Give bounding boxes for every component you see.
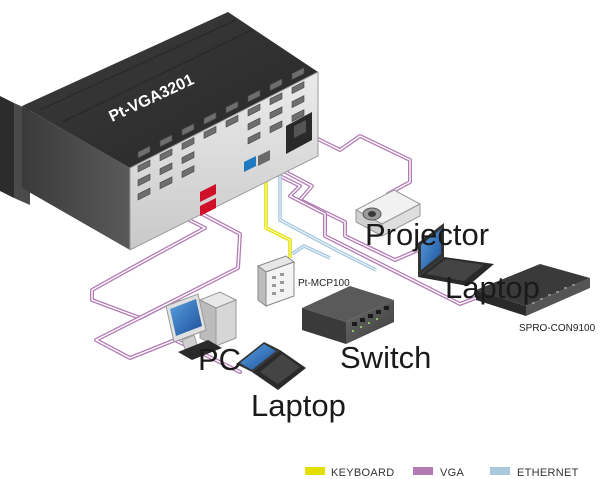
vga-port — [137, 159, 151, 173]
vga-port — [269, 92, 283, 106]
vga-port — [137, 145, 151, 159]
pc-computer — [165, 291, 238, 360]
vga-cable-to-spro-con — [270, 170, 498, 306]
vga-port — [291, 109, 305, 123]
legend-label: KEYBOARD — [331, 467, 395, 479]
vga-port — [291, 81, 305, 95]
vga-port — [269, 106, 283, 120]
legend-label: ETHERNET — [517, 467, 579, 479]
vga-port — [269, 78, 283, 92]
vga-port — [203, 111, 217, 125]
vga-cable-to-laptop-right — [276, 166, 434, 262]
vga-port — [291, 95, 305, 109]
vga-port — [225, 100, 239, 114]
device-side-panel — [22, 106, 130, 250]
vga-port — [159, 148, 173, 162]
device-top-panel — [22, 12, 318, 168]
laptop-bottom — [236, 342, 306, 390]
vga-port — [225, 114, 239, 128]
laptop-screen — [240, 344, 276, 370]
status-display — [200, 184, 216, 202]
vga-port — [247, 131, 261, 145]
vga-port — [203, 125, 217, 139]
vga-port — [181, 165, 195, 179]
vga-port — [247, 117, 261, 131]
vga-port — [137, 187, 151, 201]
label-pt-mcp100: Pt-MCP100 — [298, 278, 350, 289]
vga-port — [291, 67, 305, 81]
legend: KEYBOARD VGA ETHERNET — [305, 467, 579, 479]
label-switch: Switch — [340, 340, 431, 375]
rack-ear — [0, 96, 14, 198]
network-switch — [302, 286, 394, 344]
label-spro-con9100: SPRO-CON9100 — [519, 323, 596, 334]
label-laptop-right: Laptop — [445, 270, 540, 305]
pc-monitor-screen — [170, 299, 202, 336]
pt-mcp100-device — [256, 255, 296, 307]
label-projector: Projector — [365, 217, 489, 252]
label-laptop-bottom: Laptop — [251, 388, 346, 423]
vga-port — [181, 137, 195, 151]
vga-port-grid — [137, 67, 305, 201]
vga-port — [137, 173, 151, 187]
legend-label: VGA — [440, 467, 464, 479]
status-display — [200, 198, 216, 216]
vga-port — [269, 120, 283, 134]
vga-port — [181, 123, 195, 137]
label-pc: PC — [198, 342, 241, 377]
vga-cable-to-projector — [298, 128, 412, 196]
legend-swatch — [413, 467, 433, 475]
vga-port — [159, 162, 173, 176]
ethernet-port — [244, 156, 256, 172]
vga-port — [159, 176, 173, 190]
legend-item-vga: VGA — [413, 467, 464, 479]
legend-swatch — [305, 467, 325, 475]
vga-port — [181, 151, 195, 165]
vga-port — [247, 103, 261, 117]
legend-item-keyboard: KEYBOARD — [305, 467, 395, 479]
device-labels: Projector Laptop Pt-MCP100 SPRO-CON9100 … — [198, 217, 596, 423]
legend-item-ethernet: ETHERNET — [490, 467, 579, 479]
vga-port — [159, 134, 173, 148]
vga-port — [247, 89, 261, 103]
legend-swatch — [490, 467, 510, 475]
spro-con9100-device — [476, 264, 590, 316]
pt-vga3201-device: Pt-VGA3201 — [0, 12, 319, 251]
control-port — [258, 150, 270, 166]
projector — [354, 189, 422, 237]
laptop-screen — [421, 229, 441, 270]
laptop-right — [418, 223, 494, 286]
